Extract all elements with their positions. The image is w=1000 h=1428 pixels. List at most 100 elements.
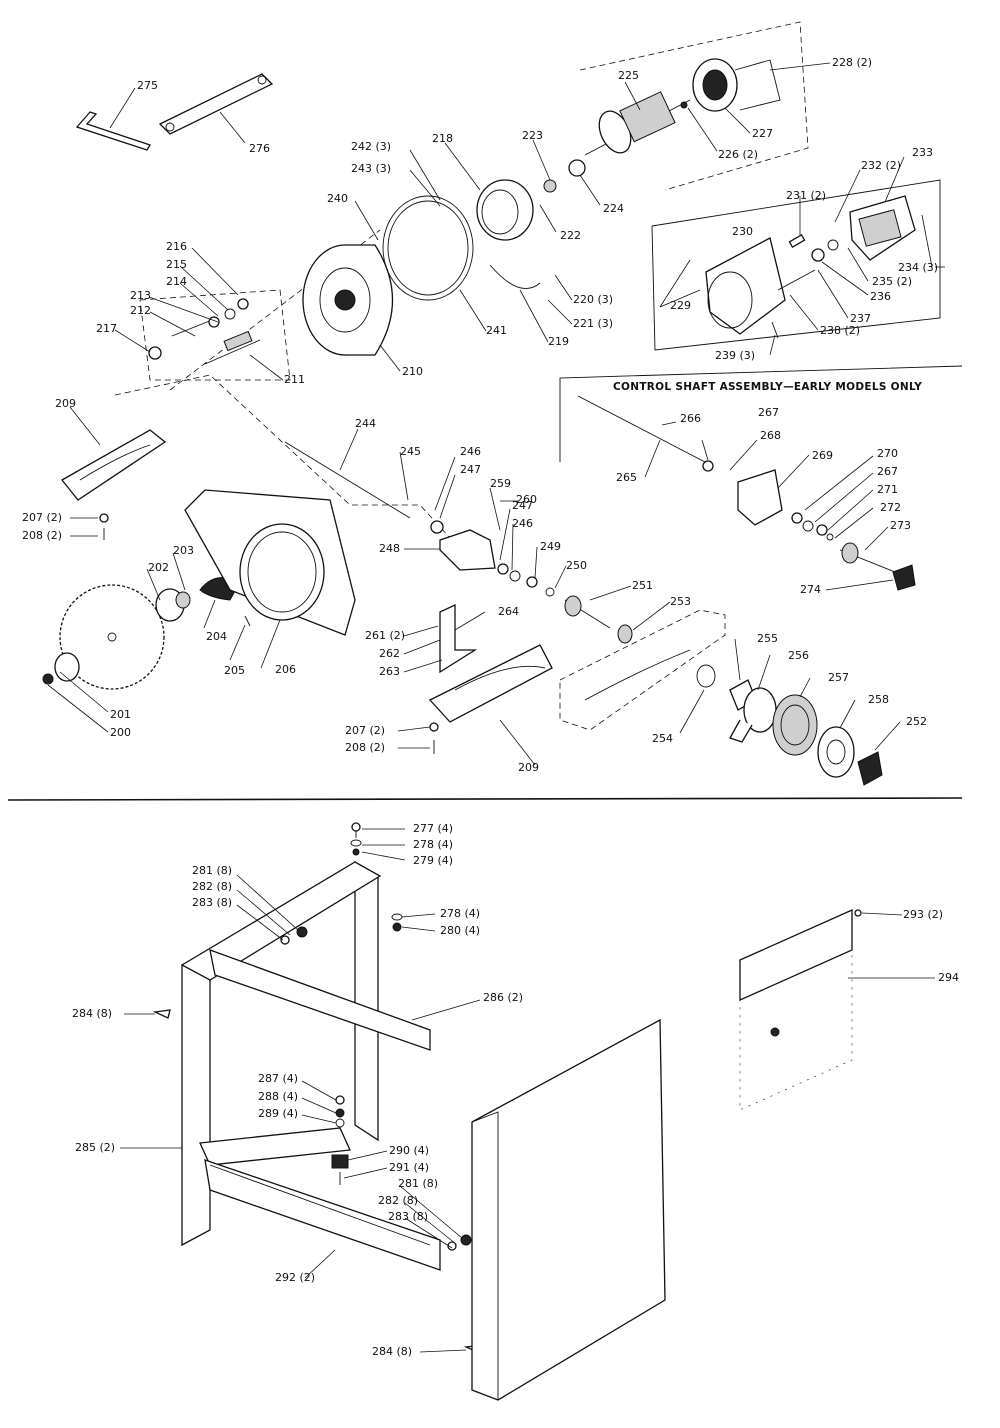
callout-256: 256 [788, 649, 809, 662]
callout-226: 226 (2) [718, 148, 759, 161]
motor-flange-part [476, 179, 534, 241]
callout-281-upper: 281 (8) [192, 864, 233, 877]
shaft-bracket-part [430, 520, 496, 571]
callout-209-lower: 209 [518, 761, 539, 774]
callout-244: 244 [355, 417, 376, 430]
callout-237: 237 [850, 312, 871, 325]
callout-233: 233 [912, 146, 933, 159]
callout-273: 273 [890, 519, 911, 532]
callout-238: 238 (2) [820, 324, 861, 337]
wrench-plate-part [158, 73, 274, 135]
callout-242: 242 (3) [351, 140, 392, 153]
leader-lines [47, 62, 945, 1353]
callout-288: 288 (4) [258, 1090, 299, 1103]
callout-207-lower: 207 (2) [345, 724, 386, 737]
callout-255: 255 [757, 632, 778, 645]
callout-216: 216 [166, 240, 187, 253]
callout-283-upper: 283 (8) [192, 896, 233, 909]
callout-275: 275 [137, 79, 158, 92]
callout-211: 211 [284, 373, 305, 386]
callout-241: 241 [486, 324, 507, 337]
motor-end-housing-part [705, 237, 786, 335]
callout-209-upper: 209 [55, 397, 76, 410]
bearing-parts [543, 101, 688, 193]
callout-200: 200 [110, 726, 131, 739]
callout-253: 253 [670, 595, 691, 608]
retaining-clip-part [489, 264, 541, 290]
arbor-dash-box [139, 289, 291, 381]
callout-271: 271 [877, 483, 898, 496]
arbor-small-parts [148, 298, 249, 360]
callout-266: 266 [680, 412, 701, 425]
callout-235: 235 (2) [872, 275, 913, 288]
arbor-shaft-part [204, 330, 261, 365]
set-screw-part [244, 615, 251, 627]
callout-276: 276 [249, 142, 270, 155]
callout-201: 201 [110, 708, 131, 721]
callout-270: 270 [877, 447, 898, 460]
hex-wrench-part [75, 111, 151, 151]
callout-227: 227 [752, 127, 773, 140]
callout-292: 292 (2) [275, 1271, 316, 1284]
callout-257: 257 [828, 671, 849, 684]
callout-219: 219 [548, 335, 569, 348]
callout-265: 265 [616, 471, 637, 484]
pulley-part [155, 588, 191, 622]
callout-208-upper: 208 (2) [22, 529, 63, 542]
callout-278-top: 278 (4) [413, 838, 454, 851]
callout-202: 202 [148, 561, 169, 574]
callout-267-upper: 267 [758, 406, 779, 419]
gasket-ring-part [382, 195, 474, 301]
callout-239: 239 (3) [715, 349, 756, 362]
callout-291: 291 (4) [389, 1161, 430, 1174]
blade-washer-part [42, 652, 80, 685]
section-divider [7, 797, 963, 801]
callout-269: 269 [812, 449, 833, 462]
callout-287: 287 (4) [258, 1072, 299, 1085]
inset-frame-top-left [559, 365, 963, 462]
mount-bracket-part [439, 603, 478, 674]
callout-261: 261 (2) [365, 629, 406, 642]
callout-221: 221 (3) [573, 317, 614, 330]
callout-274: 274 [800, 583, 821, 596]
callout-267-lower: 267 [877, 465, 898, 478]
stand-fasteners [152, 822, 483, 1354]
callout-247-lower: 247 [512, 499, 533, 512]
callout-222: 222 [560, 229, 581, 242]
callout-232: 232 (2) [861, 159, 902, 172]
callout-263: 263 [379, 665, 400, 678]
callout-264: 264 [498, 605, 519, 618]
callout-246-upper: 246 [460, 445, 481, 458]
callout-245: 245 [400, 445, 421, 458]
callout-212: 212 [130, 304, 151, 317]
callout-282-lower: 282 (8) [378, 1194, 419, 1207]
callout-286: 286 (2) [483, 991, 524, 1004]
callout-203: 203 [173, 544, 194, 557]
blade-guard-upper-part [61, 429, 167, 501]
callout-248: 248 [379, 542, 400, 555]
blade-guard-lower-part [428, 644, 553, 723]
callout-206: 206 [275, 663, 296, 676]
trunnion-part [559, 609, 726, 731]
callout-278-side: 278 (4) [440, 907, 481, 920]
nameplate-part [739, 908, 862, 1111]
callout-281-lower: 281 (8) [398, 1177, 439, 1190]
callout-243: 243 (3) [351, 162, 392, 175]
callout-229: 229 [670, 299, 691, 312]
callout-247-upper: 247 [460, 463, 481, 476]
callout-225: 225 [618, 69, 639, 82]
callout-272: 272 [880, 501, 901, 514]
motor-dash-box [579, 21, 809, 191]
callout-283-lower: 283 (8) [388, 1210, 429, 1223]
callout-210: 210 [402, 365, 423, 378]
control-shaft-inset-parts [577, 395, 916, 591]
callout-230: 230 [732, 225, 753, 238]
stand-frame [180, 860, 441, 1271]
motor-end-cap-part [849, 195, 916, 261]
armature-part [584, 91, 691, 156]
callout-262: 262 [379, 647, 400, 660]
callout-250: 250 [566, 559, 587, 572]
callout-240: 240 [327, 192, 348, 205]
stator-part [692, 58, 781, 112]
callout-284-lower: 284 (8) [372, 1345, 413, 1358]
